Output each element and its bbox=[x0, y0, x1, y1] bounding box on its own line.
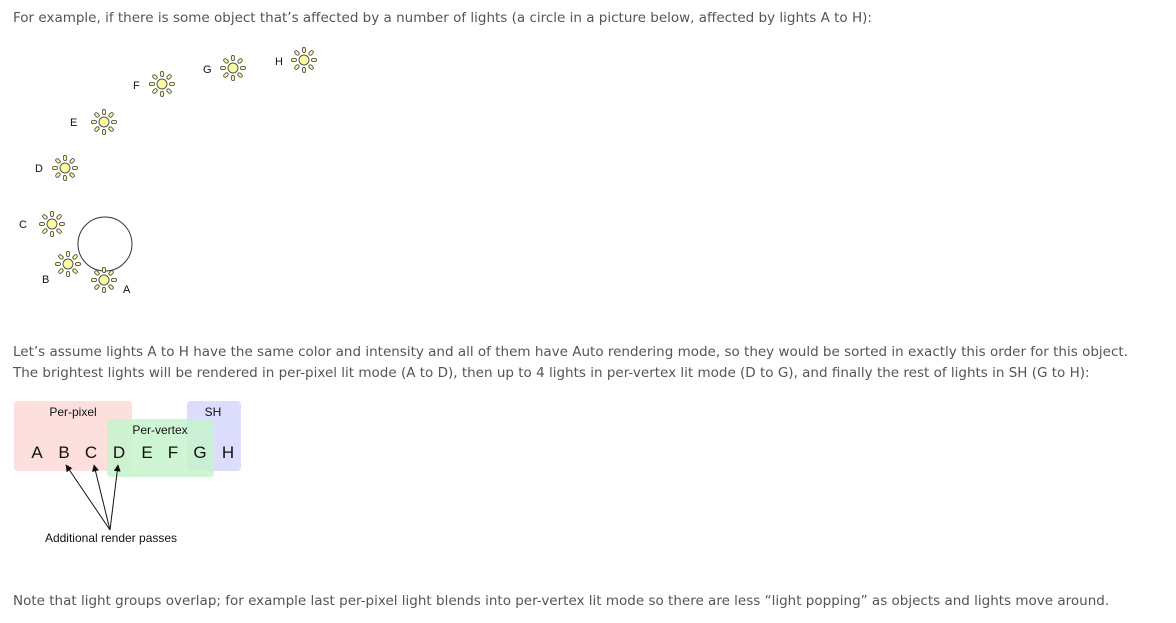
sun-icon bbox=[52, 155, 78, 181]
light-a: A bbox=[91, 267, 131, 296]
sun-icon bbox=[291, 47, 317, 73]
light-label: C bbox=[19, 219, 27, 231]
light-d: D bbox=[35, 155, 78, 181]
light-label: E bbox=[70, 117, 77, 129]
light-e: E bbox=[70, 109, 117, 135]
sun-icon bbox=[55, 251, 81, 277]
sun-icon bbox=[39, 211, 65, 237]
intro-paragraph: For example, if there is some object tha… bbox=[13, 10, 872, 26]
light-b: B bbox=[42, 251, 81, 286]
light-c: C bbox=[19, 211, 65, 237]
note-paragraph: Note that light groups overlap; for exam… bbox=[13, 593, 1110, 609]
light-label: G bbox=[203, 64, 212, 76]
object-circle bbox=[77, 216, 133, 272]
light-label: H bbox=[275, 56, 283, 68]
light-f: F bbox=[133, 71, 175, 97]
light-label: F bbox=[133, 80, 140, 92]
light-label: A bbox=[123, 284, 131, 296]
light-h: H bbox=[275, 47, 317, 73]
light-g: G bbox=[203, 55, 246, 81]
light-label: D bbox=[35, 163, 43, 175]
sun-icon bbox=[91, 109, 117, 135]
light-label: B bbox=[42, 274, 49, 286]
sun-icon bbox=[149, 71, 175, 97]
assumption-paragraph: Let’s assume lights A to H have the same… bbox=[13, 344, 1128, 381]
sun-icon bbox=[91, 267, 117, 293]
sun-icon bbox=[220, 55, 246, 81]
